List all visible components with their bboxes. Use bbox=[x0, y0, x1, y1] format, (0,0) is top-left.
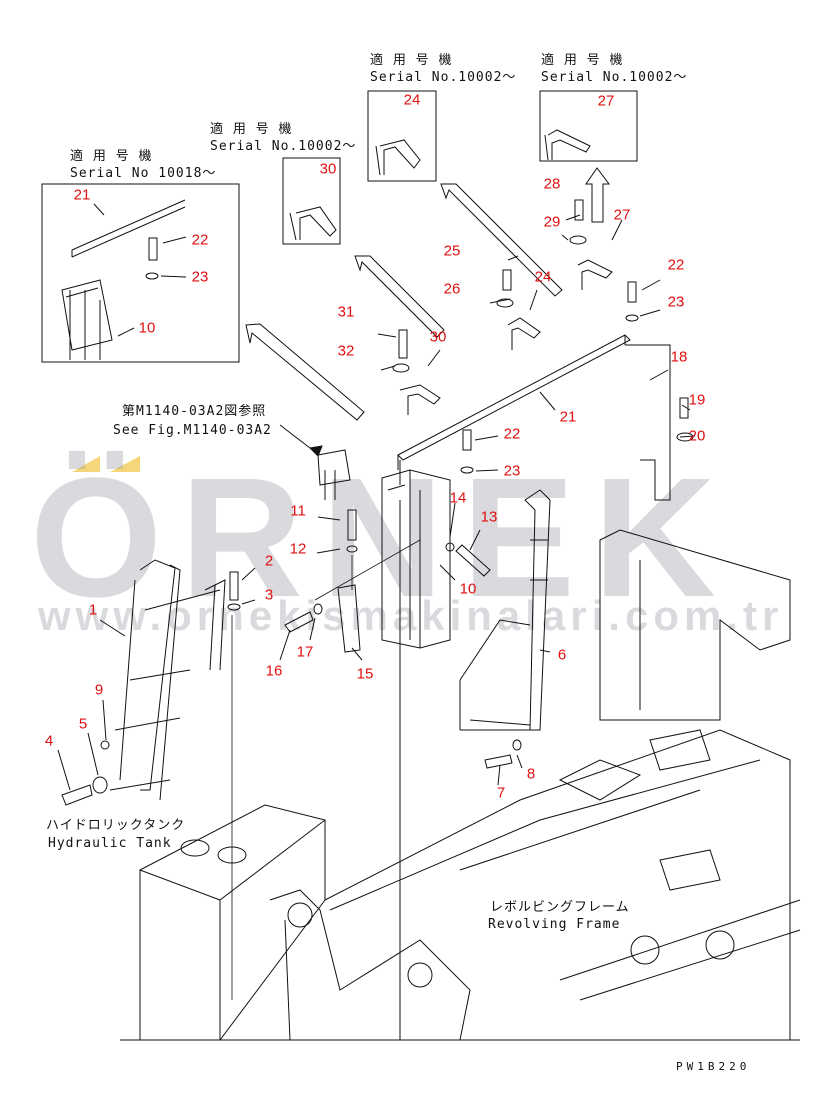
inset-box-27 bbox=[539, 90, 638, 162]
header-serial-4: Serial No.10002～ bbox=[541, 70, 688, 85]
part-label: 16 bbox=[265, 662, 283, 680]
header-jp-1: 適 用 号 機 bbox=[70, 149, 153, 164]
part-label: 14 bbox=[449, 489, 467, 507]
part-label: 27 bbox=[613, 206, 631, 224]
inset-box-24 bbox=[367, 90, 437, 182]
header-jp-3: 適 用 号 機 bbox=[370, 53, 453, 68]
part-label: 22 bbox=[667, 256, 685, 274]
part-label: 27 bbox=[597, 92, 615, 110]
part-label: 3 bbox=[264, 586, 274, 604]
arrow-30 bbox=[245, 323, 365, 421]
inset-box-30 bbox=[282, 157, 341, 245]
part-label: 19 bbox=[688, 391, 706, 409]
hydraulic-tank-jp: ハイドロリックタンク bbox=[46, 818, 186, 833]
inset-box-1 bbox=[41, 183, 240, 363]
part-label: 2 bbox=[264, 552, 274, 570]
part-label: 28 bbox=[543, 175, 561, 193]
revolving-frame-jp: レボルビングフレーム bbox=[490, 900, 630, 915]
header-serial-3: Serial No.10002～ bbox=[370, 70, 517, 85]
part-label: 6 bbox=[557, 646, 567, 664]
reference-en: See Fig.M1140-03A2 bbox=[113, 423, 272, 438]
part-label: 21 bbox=[73, 186, 91, 204]
part-label: 1 bbox=[88, 601, 98, 619]
part-label: 22 bbox=[503, 425, 521, 443]
arrow-24-high bbox=[440, 183, 563, 297]
header-serial-1: Serial No 10018～ bbox=[70, 166, 217, 181]
part-label: 9 bbox=[94, 681, 104, 699]
part-label: 12 bbox=[289, 540, 307, 558]
part-label: 5 bbox=[78, 715, 88, 733]
part-label: 8 bbox=[526, 765, 536, 783]
part-label: 17 bbox=[296, 643, 314, 661]
header-jp-4: 適 用 号 機 bbox=[541, 53, 624, 68]
part-label: 15 bbox=[356, 665, 374, 683]
header-jp-2: 適 用 号 機 bbox=[210, 122, 293, 137]
arrow-24-low bbox=[354, 255, 445, 338]
part-label: 21 bbox=[559, 408, 577, 426]
part-label: 10 bbox=[459, 580, 477, 598]
reference-jp: 第M1140-03A2図参照 bbox=[122, 404, 267, 419]
part-label: 4 bbox=[44, 732, 54, 750]
part-label: 24 bbox=[403, 91, 421, 109]
part-label: 30 bbox=[429, 328, 447, 346]
hydraulic-tank-en: Hydraulic Tank bbox=[48, 836, 172, 851]
part-label: 20 bbox=[688, 427, 706, 445]
part-label: 30 bbox=[319, 160, 337, 178]
arrow-27 bbox=[585, 167, 610, 223]
part-label: 23 bbox=[503, 462, 521, 480]
part-label: 22 bbox=[191, 231, 209, 249]
part-label: 32 bbox=[337, 342, 355, 360]
part-label: 23 bbox=[667, 293, 685, 311]
part-label: 11 bbox=[290, 502, 306, 520]
part-label: 29 bbox=[543, 213, 561, 231]
watermark-brand: ÖRNEK bbox=[30, 443, 734, 633]
part-label: 13 bbox=[480, 508, 498, 526]
drawing-code: PW1B220 bbox=[676, 1060, 751, 1073]
watermark-url: www.ornekismakinalari.com.tr bbox=[38, 592, 784, 639]
part-label: 31 bbox=[337, 303, 355, 321]
part-label: 23 bbox=[191, 268, 209, 286]
part-label: 7 bbox=[496, 784, 506, 802]
part-label: 25 bbox=[443, 242, 461, 260]
part-label: 26 bbox=[443, 280, 461, 298]
part-label: 24 bbox=[534, 268, 552, 286]
header-serial-2: Serial No.10002～ bbox=[210, 139, 357, 154]
bolts bbox=[61, 199, 694, 806]
part-label: 18 bbox=[670, 348, 688, 366]
part-label: 10 bbox=[138, 319, 156, 337]
revolving-frame-en: Revolving Frame bbox=[488, 917, 621, 932]
